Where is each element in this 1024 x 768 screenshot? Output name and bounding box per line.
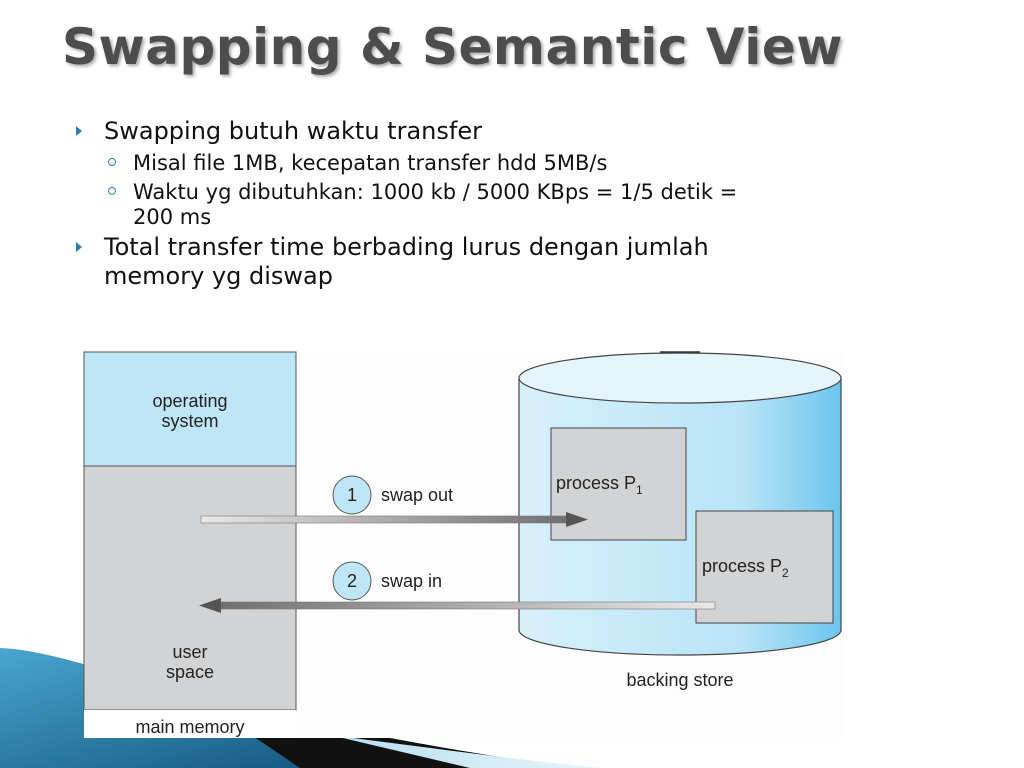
swap-in-label: swap in: [381, 571, 442, 591]
bullet-item: Total transfer time berbading lurus deng…: [76, 233, 864, 262]
main-memory-caption-bg: [84, 710, 296, 738]
step-1-circle: [332, 475, 372, 515]
process-p2-label: process P2: [702, 556, 789, 580]
sub-bullet-continuation: 200 ms: [133, 205, 873, 229]
os-label: system: [161, 411, 218, 431]
circle-bullet-icon: [108, 187, 116, 195]
bullet-continuation: memory yg diswap: [104, 262, 864, 291]
slide-title: Swapping & Semantic View: [62, 18, 843, 76]
os-label: operating: [152, 391, 227, 411]
process-p1-label: process P1: [556, 473, 643, 497]
process-p2-box: process P2: [695, 510, 834, 624]
sub-bullet-item: Waktu yg dibutuhkan: 1000 kb / 5000 KBps…: [108, 180, 873, 204]
backing-store-label: backing store: [626, 670, 733, 690]
bullet-item: Swapping butuh waktu transfer: [76, 117, 864, 146]
sub-bullet-item: Misal file 1MB, kecepatan transfer hdd 5…: [108, 151, 873, 175]
step-2-number: 2: [347, 571, 357, 591]
circle-bullet-icon: [108, 158, 116, 166]
triangle-bullet-icon: [76, 126, 82, 136]
bullet-text: Total transfer time berbading lurus deng…: [104, 233, 709, 261]
operating-system-region: [83, 351, 297, 467]
step-2-circle: [332, 561, 372, 601]
main-memory-label: main memory: [135, 717, 244, 737]
bullet-text: memory yg diswap: [104, 262, 333, 290]
step-1-number: 1: [347, 485, 357, 505]
swap-in-arrow: [199, 598, 716, 613]
main-memory-block: operating system user space: [83, 351, 297, 711]
user-space-label: user: [172, 642, 207, 662]
bullet-text: Swapping butuh waktu transfer: [104, 117, 482, 145]
sub-bullet-text: Misal file 1MB, kecepatan transfer hdd 5…: [133, 151, 608, 175]
swap-out-label: swap out: [381, 485, 453, 505]
user-space-label: space: [166, 662, 214, 682]
sub-bullet-text: 200 ms: [133, 205, 212, 229]
swap-out-arrow: [200, 512, 588, 527]
sub-bullet-text: Waktu yg dibutuhkan: 1000 kb / 5000 KBps…: [133, 180, 738, 204]
triangle-bullet-icon: [76, 242, 82, 252]
